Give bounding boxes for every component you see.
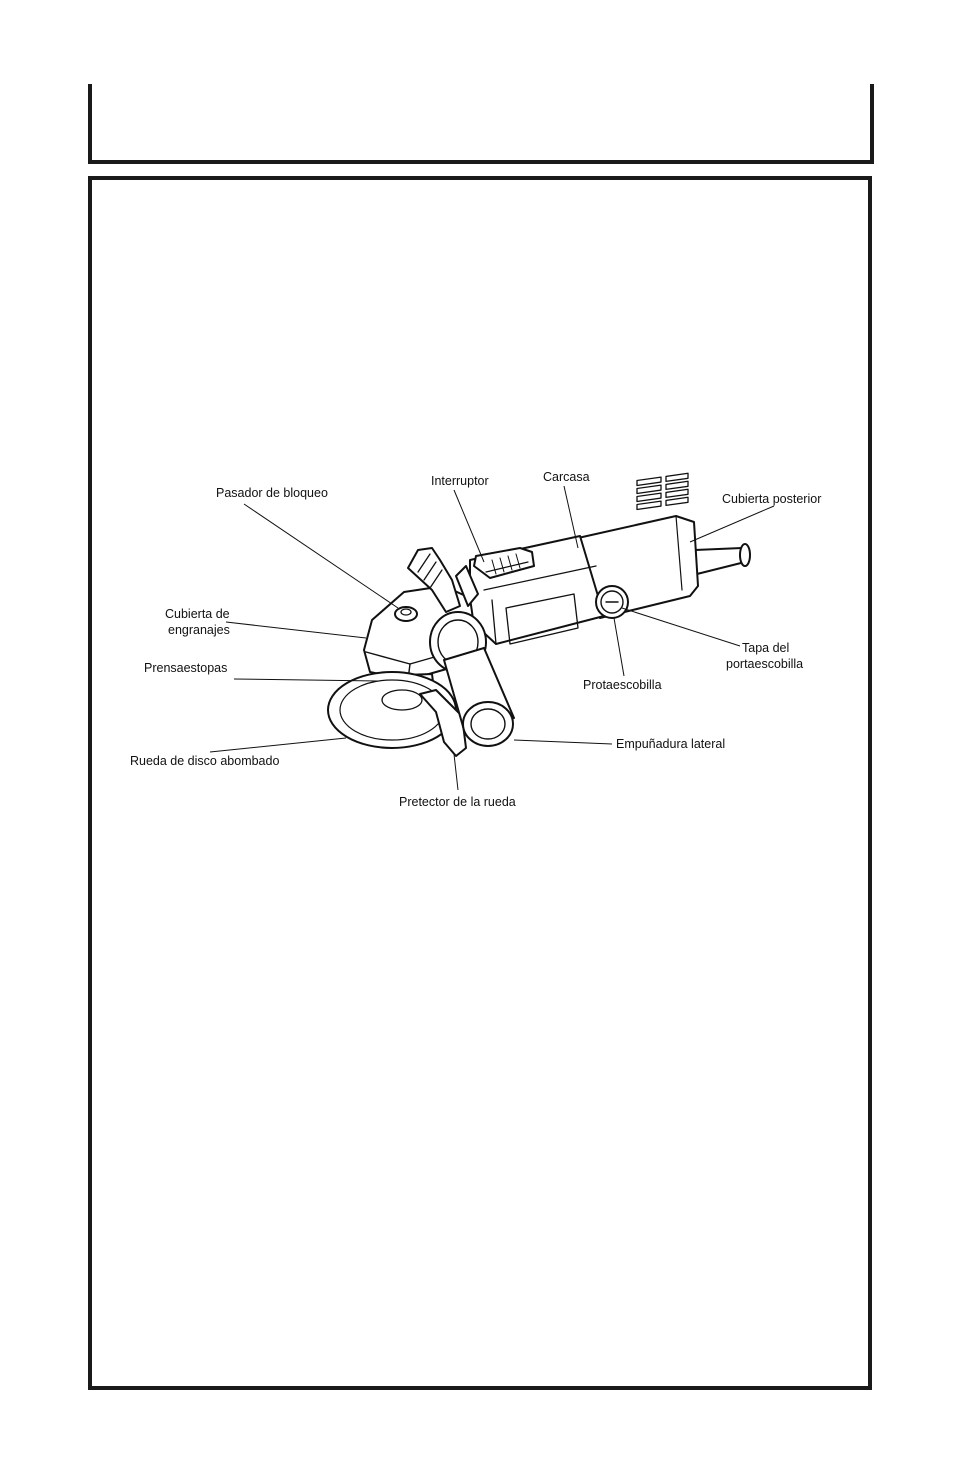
leader-lines — [209, 485, 775, 791]
leader-interruptor — [453, 489, 485, 563]
leader-rueda-disco — [209, 737, 347, 753]
leader-tapa-portaescobilla — [621, 607, 741, 647]
side-handle — [429, 611, 515, 747]
leader-protaescobilla — [613, 617, 625, 677]
header-frame — [88, 84, 874, 164]
leader-carcasa — [563, 485, 579, 549]
lock-pin — [394, 606, 418, 622]
label-wheel-guard: Pretector de la rueda — [399, 795, 516, 809]
power-cord — [694, 543, 751, 575]
label-gear-cover-line1: Cubierta de — [165, 607, 230, 621]
label-brush-cap-line1: Tapa del — [742, 641, 789, 655]
label-housing: Carcasa — [543, 470, 590, 484]
label-brush-cap-line2: portaescobilla — [726, 657, 803, 671]
leader-empunadura — [513, 739, 613, 745]
label-brush-holder: Protaescobilla — [583, 678, 662, 692]
handle-bracket — [407, 547, 479, 613]
grinder-illustration — [327, 472, 751, 757]
switch — [473, 547, 535, 579]
label-rear-cover: Cubierta posterior — [722, 492, 821, 506]
vent-slots — [636, 472, 689, 511]
label-gear-cover-line2: engranajes — [168, 623, 230, 637]
label-lock-pin: Pasador de bloqueo — [216, 486, 328, 500]
leader-protector — [453, 753, 459, 791]
label-disc-wheel: Rueda de disco abombado — [130, 754, 279, 768]
leader-prensaestopas — [233, 678, 379, 682]
wheel-guard — [419, 689, 467, 757]
leader-cubierta-posterior — [689, 505, 775, 543]
label-flange: Prensaestopas — [144, 661, 227, 675]
housing — [469, 535, 605, 645]
label-side-handle: Empuñadura lateral — [616, 737, 725, 751]
label-switch: Interruptor — [431, 474, 489, 488]
brush-holder-cap — [595, 585, 629, 619]
leader-pasador — [243, 503, 399, 609]
leader-cubierta-engranajes — [225, 621, 367, 639]
labels: Pasador de bloqueo Interruptor Carcasa C… — [130, 470, 821, 809]
content-frame — [88, 176, 872, 1390]
